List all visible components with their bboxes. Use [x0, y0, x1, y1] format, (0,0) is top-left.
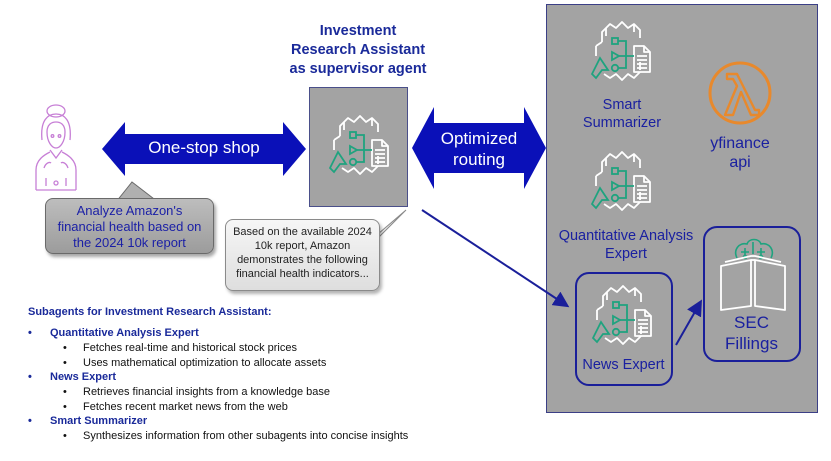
bubble-line: Analyze Amazon's — [76, 203, 183, 218]
subagent-detail: Synthesizes information from other subag… — [28, 429, 488, 444]
sec-fillings-box[interactable]: SEC Fillings — [703, 226, 801, 362]
bubble-line: financial health based on — [57, 219, 202, 234]
bubble-line: demonstrates the following — [237, 254, 368, 266]
label-line: api — [729, 154, 751, 171]
bubble-line: the 2024 10k report — [73, 235, 186, 250]
book-brain-icon — [720, 238, 786, 311]
label-line: SEC — [734, 313, 769, 332]
subagents-description: Subagents for Investment Research Assist… — [28, 306, 488, 444]
label-line: Quantitative Analysis — [558, 228, 694, 244]
supervisor-agent-box[interactable] — [309, 87, 408, 207]
subagent-detail: Fetches real-time and historical stock p… — [28, 341, 488, 356]
optimized-routing-label: Optimized routing — [430, 128, 528, 170]
user-request-bubble: Analyze Amazon's financial health based … — [45, 198, 214, 254]
yfinance-api-label: yfinance api — [700, 134, 780, 172]
subagent-detail: Fetches recent market news from the web — [28, 400, 488, 415]
title-line: as supervisor agent — [289, 61, 427, 77]
supervisor-title: Investment Research Assistant as supervi… — [270, 22, 446, 79]
news-expert-label: News Expert — [582, 357, 665, 373]
supervisor-to-news-arrow — [421, 209, 570, 308]
subagent-detail: Uses mathematical optimization to alloca… — [28, 356, 488, 371]
bubble-line: Based on the available 2024 — [233, 226, 372, 238]
subagent-detail: Retrieves financial insights from a know… — [28, 385, 488, 400]
label-line: Smart — [602, 97, 642, 113]
label-line: Summarizer — [582, 115, 662, 131]
smart-summarizer-label: Smart Summarizer — [572, 96, 672, 132]
quantitative-analysis-icon — [582, 142, 662, 222]
title-line: Investment — [319, 23, 397, 39]
news-to-sec-arrow — [675, 299, 702, 346]
lambda-icon — [708, 61, 772, 125]
quantitative-analysis-label: Quantitative Analysis Expert — [548, 227, 704, 263]
subagents-panel — [546, 4, 818, 413]
bubble-line: 10k report, Amazon — [254, 240, 351, 252]
subagent-name: Quantitative Analysis Expert — [28, 326, 488, 341]
bubble-line: financial health indicators... — [236, 268, 369, 280]
optimized-routing-arrow — [412, 107, 546, 189]
assistant-response-bubble: Based on the available 2024 10k report, … — [225, 219, 380, 291]
subagent-name: News Expert — [28, 370, 488, 385]
subagent-name: Smart Summarizer — [28, 414, 488, 429]
news-expert-icon — [583, 276, 663, 356]
user-icon — [35, 104, 77, 191]
label-line: routing — [453, 150, 505, 169]
label-line: Optimized — [440, 129, 518, 148]
sec-fillings-label: SEC Fillings — [705, 312, 798, 354]
smart-summarizer-icon — [582, 12, 662, 92]
label-line: Fillings — [725, 334, 778, 353]
news-expert-box[interactable]: News Expert — [575, 272, 673, 386]
title-line: Research Assistant — [290, 42, 426, 58]
one-stop-shop-arrow — [102, 122, 306, 176]
label-line: Expert — [605, 246, 647, 262]
subagents-heading: Subagents for Investment Research Assist… — [28, 306, 272, 318]
label-line: yfinance — [710, 135, 770, 152]
one-stop-shop-label: One-stop shop — [148, 138, 260, 157]
